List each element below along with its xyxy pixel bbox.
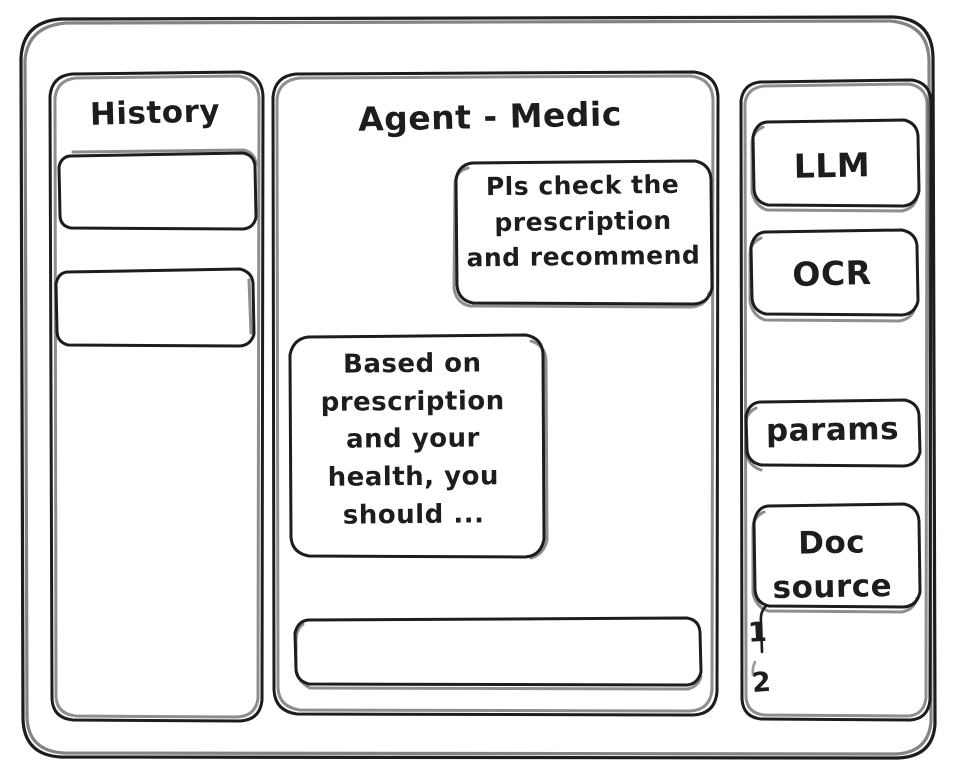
ocr-button[interactable]	[748, 228, 920, 320]
history-item-1[interactable]	[60, 152, 256, 230]
user-message-bubble	[452, 158, 714, 308]
history-item-2[interactable]	[57, 268, 253, 348]
doc-source-item-1[interactable]	[744, 610, 804, 650]
agent-message-bubble	[288, 332, 546, 564]
history-panel-title: History	[89, 93, 221, 133]
llm-button[interactable]	[750, 118, 920, 210]
doc-source-item-2[interactable]	[748, 660, 808, 700]
page-title: Agent - Medic	[357, 94, 623, 139]
message-composer-input[interactable]	[296, 616, 700, 688]
doc-source-button[interactable]	[750, 500, 918, 612]
params-button[interactable]	[745, 398, 919, 470]
